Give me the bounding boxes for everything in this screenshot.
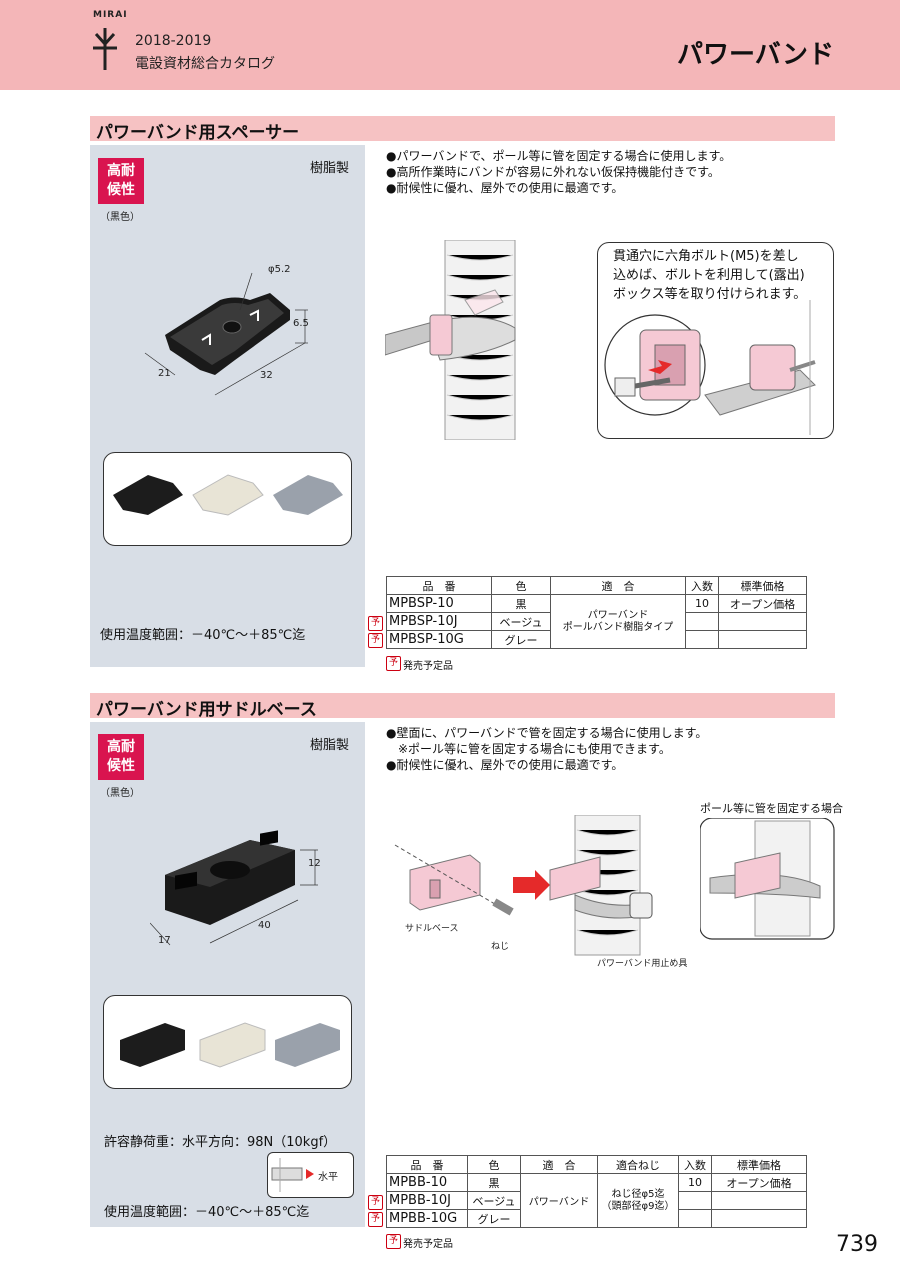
- bolt-mount-diagram: [604, 300, 816, 435]
- catalog-name: 電設資材総合カタログ: [135, 56, 275, 72]
- material-label: 樹脂製: [310, 738, 350, 753]
- footnote: 発売予定品: [403, 1239, 453, 1250]
- load-capacity: 許容静荷重：水平方向：98N（10kgf）: [104, 1135, 337, 1150]
- dim-height: 6.5: [293, 318, 309, 329]
- dim-length: 40: [258, 920, 271, 931]
- material-label: 樹脂製: [310, 161, 350, 176]
- pre-release-mark: 予: [368, 616, 383, 631]
- table-row: MPBSP-10J ベージュ: [386, 612, 807, 631]
- catalog-years: 2018-2019: [135, 33, 212, 49]
- dim-length: 32: [260, 370, 273, 381]
- table-row: MPBB-10 黒 パワーバンド ねじ径φ5迄（頭部径φ9迄） 10 オープン価…: [386, 1173, 807, 1228]
- pre-release-mark: 予: [368, 1212, 383, 1227]
- saddle-product-image: [150, 830, 318, 946]
- section-title-saddle: パワーバンド用サドルベース: [96, 700, 317, 720]
- product-panel-spacer: [90, 145, 365, 667]
- product-panel-saddle: [90, 722, 365, 1227]
- color-note: （黒色）: [100, 212, 140, 223]
- pole-case-diagram: [700, 818, 835, 940]
- pole-case-label: ポール等に管を固定する場合: [700, 802, 843, 815]
- section-bar-spacer: [90, 116, 835, 141]
- dim-height: 12: [308, 858, 321, 869]
- label-band-stopper: パワーバンド用止め具: [597, 959, 688, 969]
- feature-item: ●耐候性に優れ、屋外での使用に最適です。: [386, 758, 624, 772]
- dim-width: 17: [158, 935, 171, 946]
- feature-item: ※ポール等に管を固定する場合にも使用できます。: [386, 742, 671, 756]
- table-row: MPBB-10G グレー: [386, 1209, 807, 1228]
- page-header: [0, 0, 900, 90]
- spacer-product-image: [144, 272, 308, 396]
- spacer-usage-diagram: [385, 240, 516, 440]
- label-screw: ねじ: [491, 942, 510, 952]
- footnote: 発売予定品: [403, 661, 453, 672]
- table-row: MPBSP-10G グレー: [386, 630, 807, 649]
- color-variants-image: [120, 1022, 340, 1068]
- callout-text: 貫通穴に六角ボルト(M5)を差し 込めば、ボルトを利用して(露出) ボックス等を…: [613, 249, 807, 302]
- feature-item: ●耐候性に優れ、屋外での使用に最適です。: [386, 181, 624, 195]
- color-variants-image: [113, 474, 343, 516]
- feature-item: ●パワーバンドで、ポール等に管を固定する場合に使用します。: [386, 149, 732, 163]
- feature-item: ●高所作業時にバンドが容易に外れない仮保持機能付きです。: [386, 165, 720, 179]
- feature-item: ●壁面に、パワーバンドで管を固定する場合に使用します。: [386, 726, 708, 740]
- label-saddle-base: サドルベース: [405, 924, 459, 934]
- load-direction-icon: [271, 1158, 314, 1192]
- page-number: 739: [836, 1232, 878, 1257]
- pre-release-mark: 予: [368, 633, 383, 648]
- pre-release-mark: 予: [368, 1195, 383, 1210]
- feature-list-spacer: ●パワーバンドで、ポール等に管を固定する場合に使用します。 ●高所作業時にバンド…: [386, 148, 731, 196]
- pre-release-legend-mark: 予: [386, 1234, 401, 1249]
- dim-width: 21: [158, 368, 171, 379]
- color-note: （黒色）: [100, 788, 140, 799]
- spec-table-saddle: 品 番 色 適 合 適合ねじ 入数 標準価格 MPBB-10 黒 パワーバンド …: [386, 1155, 807, 1228]
- weather-resistant-badge: 高耐候性: [98, 158, 144, 204]
- temperature-range: 使用温度範囲：－40℃～＋85℃迄: [104, 1205, 310, 1220]
- weather-resistant-badge: 高耐候性: [98, 734, 144, 780]
- dim-hole-diameter: φ5.2: [268, 264, 291, 275]
- temperature-range: 使用温度範囲：－40℃～＋85℃迄: [100, 628, 306, 643]
- load-direction-label: 水平: [318, 1172, 338, 1183]
- brand-logo-text: MIRAI: [93, 10, 128, 20]
- page-title: パワーバンド: [676, 40, 834, 70]
- section-title-spacer: パワーバンド用スペーサー: [96, 123, 300, 143]
- saddle-usage-diagram: [394, 815, 653, 956]
- section-bar-saddle: [90, 693, 835, 718]
- feature-list-saddle: ●壁面に、パワーバンドで管を固定する場合に使用します。 ※ポール等に管を固定する…: [386, 725, 707, 773]
- pre-release-legend-mark: 予: [386, 656, 401, 671]
- mirai-logo-icon: [93, 28, 117, 70]
- table-row: MPBSP-10 黒 パワーバンドポールバンド樹脂タイプ 10 オープン価格: [386, 594, 807, 649]
- spec-table-spacer: 品 番 色 適 合 入数 標準価格 MPBSP-10 黒 パワーバンドポールバン…: [386, 576, 807, 649]
